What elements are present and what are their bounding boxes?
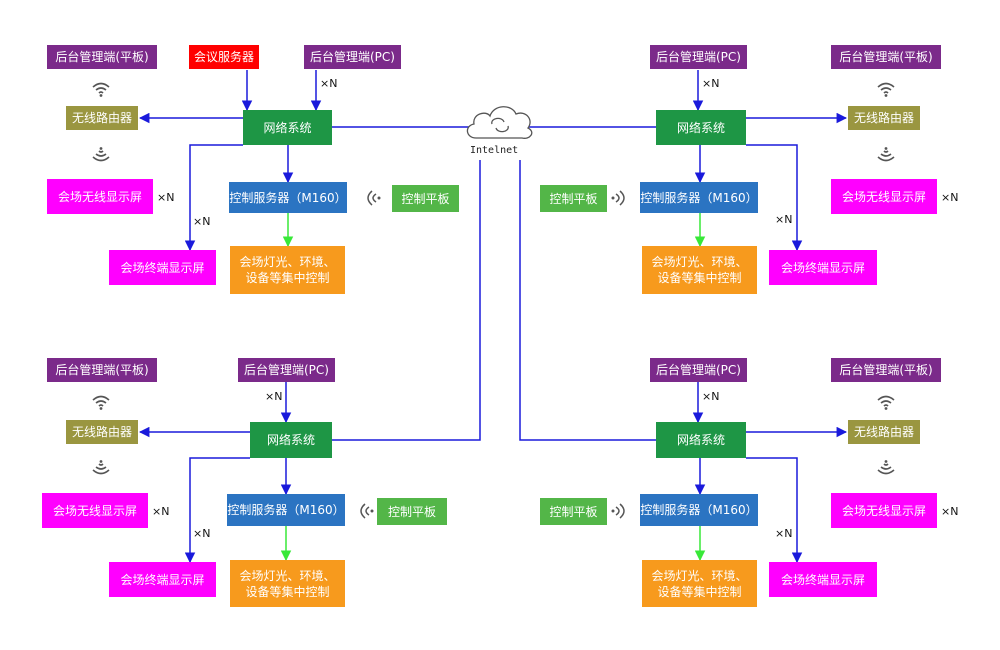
times-n-label: ×N <box>775 527 793 540</box>
control-tablet-box: 控制平板 <box>540 185 607 212</box>
admin-pc-box: 后台管理端(PC) <box>304 45 401 69</box>
times-n-label: ×N <box>157 191 175 204</box>
wireless-router-box: 无线路由器 <box>66 420 138 444</box>
wire <box>332 160 481 441</box>
terminal-display-box: 会场终端显示屏 <box>769 250 877 285</box>
wire <box>746 144 803 252</box>
network-system-box: 网络系统 <box>250 422 332 458</box>
times-n-label: ×N <box>320 77 338 90</box>
wireless-display-box: 会场无线显示屏 <box>831 179 937 214</box>
wifi-icon <box>92 395 110 410</box>
admin-tablet-box: 后台管理端(平板) <box>831 358 941 382</box>
wifi-icon <box>877 395 895 410</box>
times-n-label: ×N <box>265 390 283 403</box>
central-control-box: 会场灯光、环境、 设备等集中控制 <box>642 560 757 607</box>
control-server-box: 控制服务器（M160） <box>640 182 758 213</box>
signal-icon <box>360 503 374 519</box>
control-tablet-box: 控制平板 <box>377 498 447 525</box>
control-tablet-box: 控制平板 <box>540 498 607 525</box>
admin-tablet-box: 后台管理端(平板) <box>47 45 157 69</box>
wifi-icon <box>92 147 110 162</box>
control-tablet-box: 控制平板 <box>392 185 459 212</box>
wireless-router-box: 无线路由器 <box>66 106 138 130</box>
control-server-box: 控制服务器（M160） <box>229 182 347 213</box>
wire <box>519 160 656 441</box>
wireless-router-box: 无线路由器 <box>848 420 920 444</box>
central-control-box: 会场灯光、环境、 设备等集中控制 <box>230 560 345 607</box>
control-server-box: 控制服务器（M160） <box>640 494 758 526</box>
central-control-line: 会场灯光、环境、 <box>651 255 748 269</box>
times-n-label: ×N <box>193 215 211 228</box>
times-n-label: ×N <box>152 505 170 518</box>
times-n-label: ×N <box>941 505 959 518</box>
wifi-icon <box>877 147 895 162</box>
times-n-label: ×N <box>702 390 720 403</box>
central-control-line: 设备等集中控制 <box>657 584 742 599</box>
network-system-box: 网络系统 <box>243 110 332 145</box>
terminal-display-box: 会场终端显示屏 <box>769 562 877 597</box>
terminal-display-box: 会场终端显示屏 <box>109 562 216 597</box>
control-server-box: 控制服务器（M160） <box>227 494 345 526</box>
admin-pc-box: 后台管理端(PC) <box>650 358 747 382</box>
times-n-label: ×N <box>941 191 959 204</box>
wireless-router-box: 无线路由器 <box>848 106 920 130</box>
terminal-display-box: 会场终端显示屏 <box>109 250 216 285</box>
signal-icon <box>611 190 625 206</box>
cloud-icon <box>466 106 533 139</box>
central-control-line: 设备等集中控制 <box>657 271 742 285</box>
wifi-icon <box>92 460 110 475</box>
times-n-label: ×N <box>193 527 211 540</box>
central-control-line: 会场灯光、环境、 <box>651 568 748 583</box>
central-control-line: 会场灯光、环境、 <box>239 255 336 269</box>
admin-tablet-box: 后台管理端(平板) <box>47 358 157 382</box>
times-n-label: ×N <box>775 213 793 226</box>
cloud-label: Intelnet <box>470 145 519 156</box>
wire <box>184 144 243 252</box>
wireless-display-box: 会场无线显示屏 <box>42 493 148 528</box>
central-control-line: 设备等集中控制 <box>245 584 330 599</box>
central-control-box: 会场灯光、环境、 设备等集中控制 <box>230 246 345 294</box>
wifi-icon <box>877 82 895 97</box>
central-control-line: 设备等集中控制 <box>245 271 330 285</box>
central-control-line: 会场灯光、环境、 <box>239 568 336 583</box>
network-system-box: 网络系统 <box>656 110 746 145</box>
signal-icon <box>611 503 625 519</box>
wire <box>184 457 250 564</box>
wifi-icon <box>92 82 110 97</box>
admin-pc-box: 后台管理端(PC) <box>650 45 747 69</box>
network-system-box: 网络系统 <box>656 422 746 458</box>
admin-tablet-box: 后台管理端(平板) <box>831 45 941 69</box>
signal-icon <box>367 190 381 206</box>
conference-server-box: 会议服务器 <box>189 45 259 69</box>
admin-pc-box: 后台管理端(PC) <box>238 358 335 382</box>
central-control-box: 会场灯光、环境、 设备等集中控制 <box>642 246 757 294</box>
wire <box>746 457 803 564</box>
wifi-icon <box>877 460 895 475</box>
wireless-display-box: 会场无线显示屏 <box>831 493 937 528</box>
times-n-label: ×N <box>702 77 720 90</box>
wireless-display-box: 会场无线显示屏 <box>47 179 153 214</box>
